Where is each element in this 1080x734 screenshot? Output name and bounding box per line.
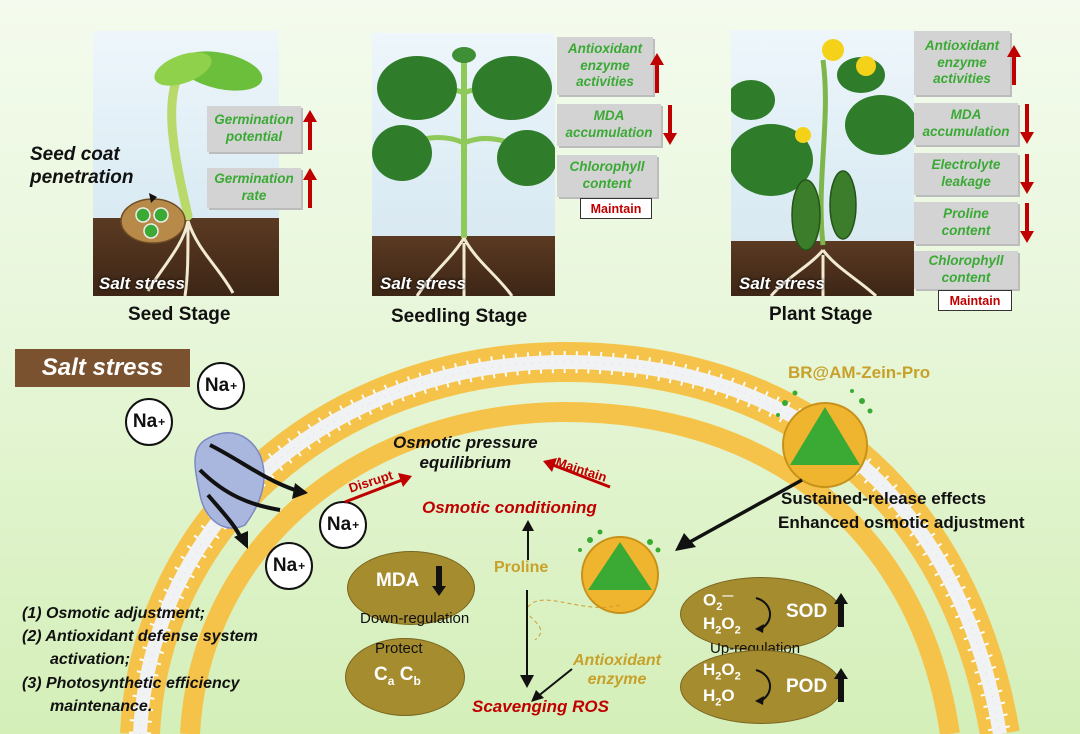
sod-oval [680, 577, 842, 651]
cucumber-plant-illustration [731, 39, 914, 296]
arrow-down-icon [432, 566, 446, 596]
sodium-ion: Na+ [197, 362, 245, 410]
indicator-mda-accumulation: MDA accumulation [557, 104, 661, 146]
plant-stage-title: Plant Stage [769, 304, 873, 325]
salt-stress-label: Salt stress [15, 349, 190, 387]
seedling-stage-panel: Salt stress [372, 33, 555, 296]
indicator-antioxidant-enzyme: Antioxidant enzyme activities [914, 31, 1010, 95]
conclusion-item: maintenance. [50, 697, 153, 715]
arrow-up-icon [522, 520, 534, 560]
chlorophyll-ab-label: Ca Cb [374, 664, 421, 688]
arrow-up-icon [1007, 45, 1021, 85]
nanoparticle-icon [578, 529, 661, 614]
seedling-sprout-illustration [120, 51, 263, 296]
disrupt-arrow-icon [344, 473, 412, 504]
antioxidant-enzyme-label: Antioxidant enzyme [573, 652, 661, 689]
plant-stage-panel: Salt stress [731, 30, 914, 296]
sodium-ion: Na+ [319, 501, 367, 549]
hydrogen-peroxide-label: H2O2 [703, 660, 741, 683]
pod-label: POD [786, 676, 828, 697]
chlorophyll-oval [345, 638, 465, 716]
enhanced-osmotic-label: Enhanced osmotic adjustment [778, 513, 1025, 532]
maintain-badge: Maintain [580, 198, 652, 219]
seed-coat-annotation: Seed coat penetration [30, 144, 134, 188]
proline-path-icon [526, 599, 621, 641]
arrow-down-icon [1020, 154, 1034, 194]
arrow-up-icon [303, 168, 317, 208]
sodium-ion: Na+ [125, 398, 173, 446]
sustained-release-label: Sustained-release effects [781, 489, 987, 508]
seedling-stage-title: Seedling Stage [391, 306, 528, 327]
salt-stress-caption: Salt stress [739, 274, 825, 293]
conclusion-item: (2) Antioxidant defense system [22, 628, 258, 646]
nanoparticle-icon [776, 389, 873, 488]
sod-label: SOD [786, 601, 828, 622]
arrow-down-icon [663, 105, 677, 145]
indicator-proline-content: Proline content [914, 202, 1018, 244]
indicator-germination-rate: Germination rate [207, 168, 301, 208]
hydrogen-peroxide-label: H2O2 [703, 614, 741, 637]
superoxide-label: O2— [703, 590, 734, 614]
nanoparticle-label: BR@AM-Zein-Pro [788, 363, 931, 382]
water-label: H2O [703, 686, 735, 709]
indicator-mda-accumulation: MDA accumulation [914, 103, 1018, 145]
salt-stress-caption: Salt stress [99, 274, 185, 293]
indicator-chlorophyll-content: Chlorophyll content [557, 155, 657, 197]
osmotic-pressure-label: Osmotic pressure equilibrium [393, 433, 538, 473]
maintain-arrow-icon [543, 458, 611, 489]
reaction-arrow-icon [755, 597, 771, 633]
delivery-arrow-icon [675, 478, 803, 551]
conclusion-item: activation; [50, 651, 131, 669]
arrow-up-icon [303, 110, 317, 150]
protect-label: Protect [375, 640, 423, 657]
arrow-down-icon [1020, 104, 1034, 144]
indicator-antioxidant-enzyme: Antioxidant enzyme activities [557, 37, 653, 95]
seed-stage-panel: Salt stress [93, 31, 279, 296]
ion-channel-icon [194, 432, 308, 549]
indicator-electrolyte-leakage: Electrolyte leakage [914, 153, 1018, 195]
salt-stress-caption: Salt stress [380, 274, 466, 293]
conclusions-list: (1) Osmotic adjustment; (2) Antioxidant … [22, 602, 258, 718]
maintain-badge: Maintain [938, 290, 1012, 311]
sodium-ion: Na+ [265, 542, 313, 590]
proline-label: Proline [494, 559, 549, 576]
conclusion-item: (1) Osmotic adjustment; [22, 605, 206, 622]
pod-oval [680, 650, 842, 724]
mda-oval [347, 551, 475, 625]
arrow-down-icon [520, 590, 534, 688]
arrow-diagonal-icon [531, 668, 573, 702]
arrow-up-icon [834, 668, 848, 702]
down-regulation-label: Down-regulation [360, 610, 470, 627]
arrow-up-icon [834, 593, 848, 627]
indicator-germination-potential: Germination potential [207, 106, 301, 152]
conclusion-item: (3) Photosynthetic efficiency [22, 674, 240, 692]
arrow-down-icon [1020, 203, 1034, 243]
mda-label: MDA [376, 570, 420, 591]
reaction-arrow-icon [755, 669, 771, 705]
seed-stage-title: Seed Stage [128, 304, 231, 325]
arrow-up-icon [650, 53, 664, 93]
osmotic-conditioning-label: Osmotic conditioning [422, 498, 597, 517]
indicator-chlorophyll-content: Chlorophyll content [914, 251, 1018, 289]
seedling-plant-illustration [372, 47, 555, 296]
scavenging-ros-label: Scavenging ROS [472, 697, 609, 716]
